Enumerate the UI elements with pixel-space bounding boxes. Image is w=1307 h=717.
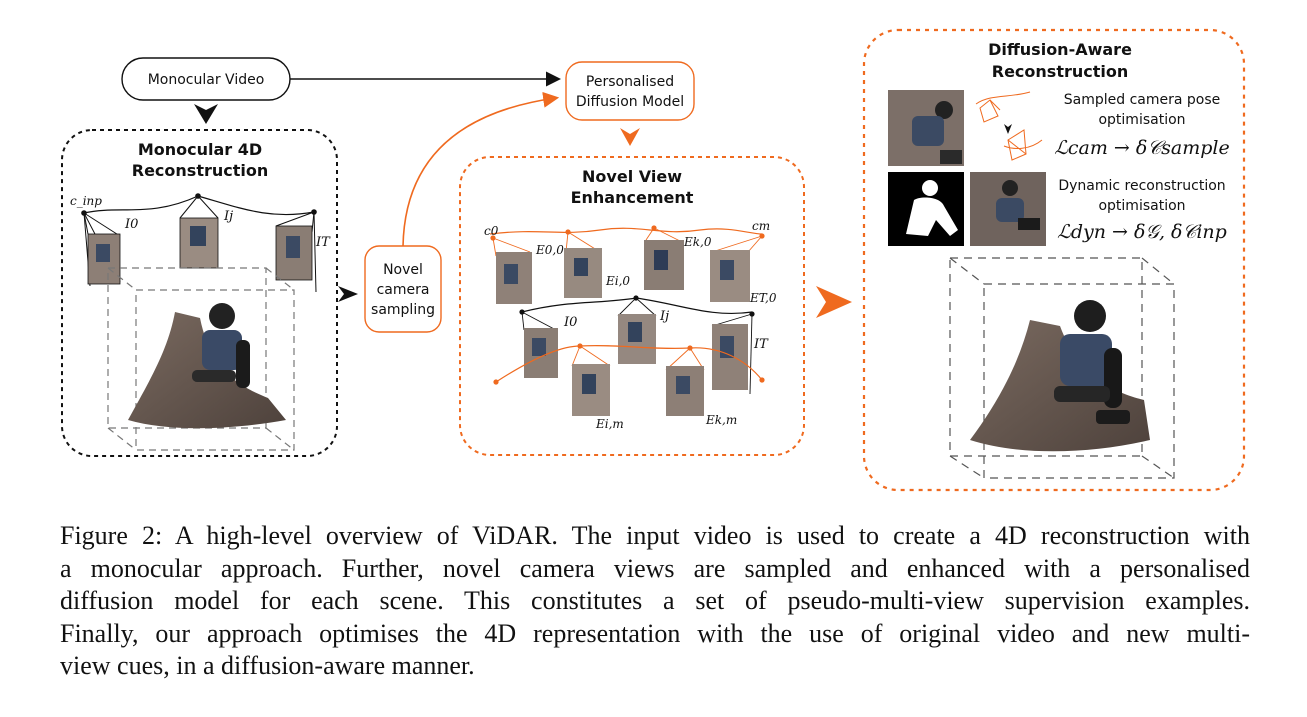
- monocular-4d-panel: Monocular 4D Reconstruction c_inp I0 Ij …: [61, 129, 338, 457]
- I0-label: I0: [124, 217, 138, 232]
- E00-label: E0,0: [535, 243, 564, 257]
- novel-trajectory-c0: [489, 227, 763, 235]
- dynamic-recon-line1: Dynamic reconstruction: [1058, 178, 1225, 194]
- camera-pose-sketch: [975, 91, 1043, 161]
- nve-title-line2: Enhancement: [571, 188, 694, 207]
- personalised-diffusion-model-node: Personalised Diffusion Model: [565, 61, 695, 121]
- I0-label-nve: I0: [563, 315, 577, 330]
- pose-update-arrow: [1004, 124, 1012, 134]
- nve-title-line1: Novel View: [582, 167, 682, 186]
- dar-title-line2: Reconstruction: [992, 62, 1129, 81]
- IT-label: IT: [315, 235, 331, 250]
- loss-cam-formula: ℒcam → δ𝒞sample: [1054, 137, 1230, 159]
- dynamic-mask-thumbnail: [888, 172, 964, 246]
- caption-line-2: a monocular approach. Further, novel cam…: [60, 553, 1250, 583]
- Ekm-label: Ek,m: [705, 413, 737, 427]
- c-inp-label: c_inp: [70, 194, 102, 208]
- input-camera-trajectory: [83, 195, 315, 216]
- final-reconstruction-image: [970, 300, 1150, 452]
- novel-trajectory-cm: [495, 345, 763, 383]
- camera-frustum-T: [275, 211, 317, 293]
- IT-label-nve: IT: [753, 337, 769, 352]
- sampled-pose-line2: optimisation: [1098, 112, 1185, 128]
- c0-label: c0: [484, 224, 499, 238]
- novel-camera-sampling-node: Novel camera sampling: [364, 245, 442, 333]
- monocular-video-node: Monocular Video: [121, 57, 291, 101]
- sampled-view-thumbnail: [888, 90, 964, 166]
- model-to-nve-arrow: [620, 128, 640, 146]
- dynamic-recon-line2: optimisation: [1098, 198, 1185, 214]
- sampling-to-model-arrow: [402, 91, 560, 247]
- video-to-mono4d-arrow: [194, 104, 218, 124]
- cm-label: cm: [752, 219, 770, 233]
- sampling-label-line3: sampling: [371, 302, 435, 318]
- mono4d-title-line2: Reconstruction: [132, 161, 269, 180]
- caption-line-4: Finally, our approach optimises the 4D r…: [60, 618, 1250, 648]
- model-label-line1: Personalised: [586, 74, 674, 90]
- novel-view-enhancement-panel: Novel View Enhancement c0 cm E0,0 Ei,0 E…: [459, 156, 805, 456]
- method-diagram: Monocular Video Monocular 4D Reconstruct…: [61, 28, 1246, 492]
- dynamic-frame-thumbnail: [970, 172, 1046, 246]
- figure-caption: Figure 2: A high-level overview of ViDAR…: [60, 520, 1250, 683]
- sampling-label-line2: camera: [377, 282, 430, 298]
- model-label-line2: Diffusion Model: [576, 94, 684, 110]
- final-bounding-box: [949, 257, 1175, 479]
- reconstructed-scene-image: [128, 303, 286, 429]
- dar-title-line1: Diffusion-Aware: [988, 40, 1132, 59]
- diffusion-aware-panel: Diffusion-Aware Reconstruction Sampled c…: [862, 28, 1246, 492]
- Ij-label-nve: Ij: [659, 309, 669, 324]
- sampled-pose-line1: Sampled camera pose: [1064, 92, 1221, 108]
- camera-frustum-0: [83, 212, 121, 287]
- Eim-label: Ei,m: [595, 417, 624, 431]
- caption-line-5: view cues, in a diffusion-aware manner.: [60, 651, 475, 680]
- mono4d-title-line1: Monocular 4D: [138, 140, 262, 159]
- loss-dyn-formula: ℒdyn → δ𝒢, δ𝒞inp: [1057, 221, 1227, 243]
- monocular-video-label: Monocular Video: [148, 72, 265, 88]
- ET0-label: ET,0: [749, 291, 777, 305]
- caption-line-3: diffusion model for each scene. This con…: [60, 586, 1250, 615]
- sampling-label-line1: Novel: [383, 262, 423, 278]
- Ek0-label: Ek,0: [683, 235, 712, 249]
- Ei0-label: Ei,0: [605, 274, 630, 288]
- Ij-label: Ij: [223, 209, 233, 224]
- nve-to-dar-arrow: [816, 286, 852, 318]
- caption-line-1: Figure 2: A high-level overview of ViDAR…: [60, 521, 1250, 550]
- camera-frustum-j: [179, 195, 219, 269]
- mono4d-to-sampling-arrow: [338, 286, 358, 302]
